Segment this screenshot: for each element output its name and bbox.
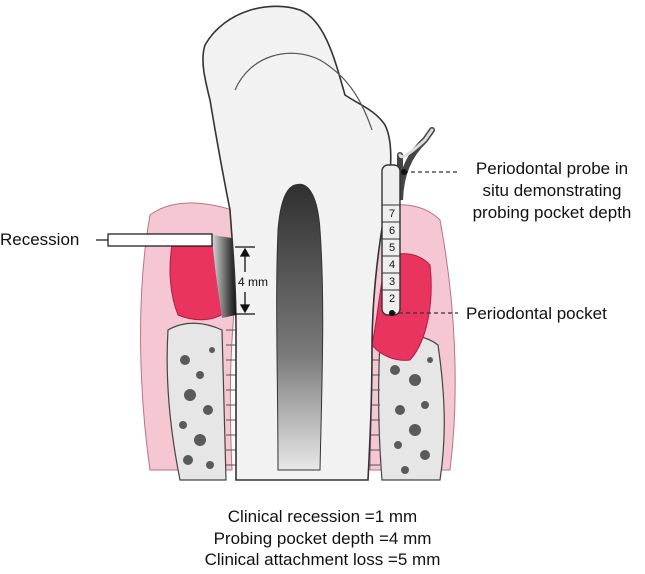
pulp-chamber [276, 183, 324, 471]
probe-mark-3: 3 [389, 276, 395, 288]
pocket-pointer-dot [389, 310, 395, 316]
summary-line-attachment-loss: Clinical attachment loss =5 mm [204, 550, 441, 569]
pocket-label: Periodontal pocket [466, 304, 607, 323]
probe-mark-5: 5 [389, 242, 395, 254]
probe-mark-6: 6 [389, 225, 395, 237]
probe-handle [397, 127, 435, 201]
measurement-indicator [235, 246, 255, 315]
recession-label: Recession [0, 230, 80, 249]
leader-lines [392, 171, 458, 314]
probe-mark-7: 7 [389, 208, 395, 220]
probe-graduations [382, 204, 400, 291]
alveolar-bone-left [166, 322, 227, 481]
probe-mark-2: 2 [389, 293, 395, 305]
measurement-label: 4 mm [238, 275, 268, 289]
recession-marker [96, 233, 213, 247]
probe-mark-4: 4 [389, 259, 395, 271]
probe-label-line3: probing pocket depth [472, 203, 632, 222]
summary-line-pocket-depth: Probing pocket depth =4 mm [213, 529, 432, 548]
summary-line-recession: Clinical recession =1 mm [227, 507, 418, 526]
probe-handle-inner [398, 128, 434, 159]
pocket-shading-left [212, 235, 236, 318]
enamel-line [234, 52, 373, 131]
bone-trabeculae [179, 347, 433, 474]
probe-label: Periodontal probe in situ demonstrating … [462, 158, 642, 224]
periodontal-ligament [226, 329, 380, 466]
probe-label-line1: Periodontal probe in [475, 159, 629, 178]
probe-pointer-dot [401, 169, 407, 175]
probe-label-line2: situ demonstrating [482, 181, 622, 200]
